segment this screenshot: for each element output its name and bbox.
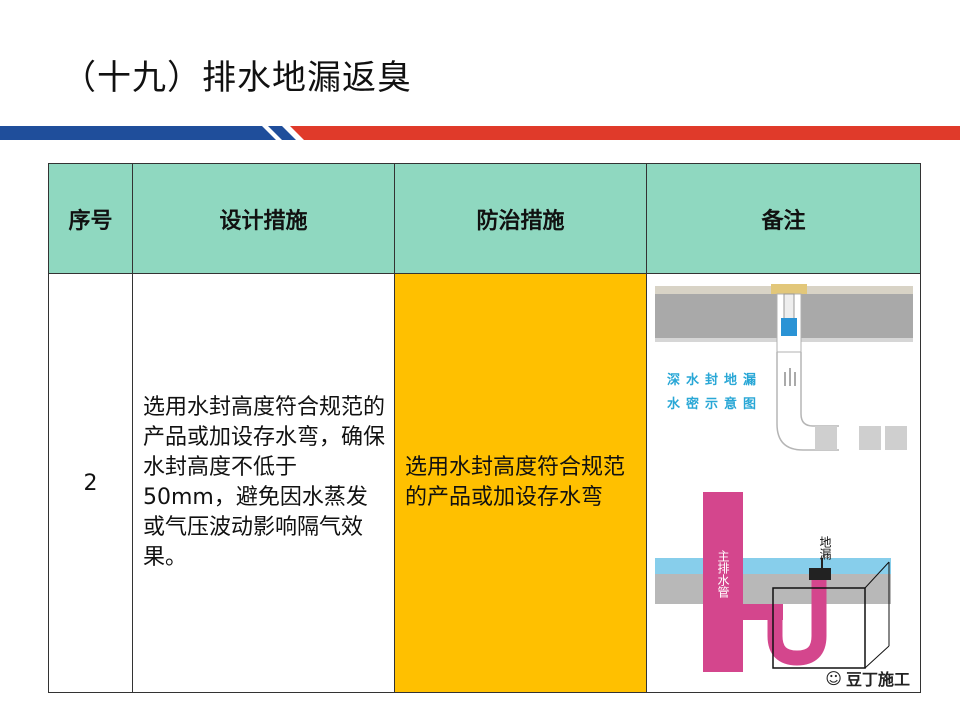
- table-header-row: 序号 设计措施 防治措施 备注: [48, 163, 921, 274]
- row-note: 深水封地漏 水密示意图 地漏 主排水管: [646, 273, 921, 693]
- diagram1-caption-line2: 水密示意图: [667, 396, 762, 412]
- page-title: （十九）排水地漏返臭: [62, 58, 412, 98]
- diagram1-caption-line1: 深水封地漏: [667, 372, 762, 388]
- header-design: 设计措施: [132, 163, 395, 274]
- row-prevention: 选用水封高度符合规范的产品或加设存水弯: [394, 273, 647, 693]
- measures-table: 序号 设计措施 防治措施 备注 2 选用水封高度符合规范的产品或加设存水弯，确保…: [48, 163, 921, 693]
- trap-diagram: 地漏 主排水管: [655, 492, 891, 672]
- row-design: 选用水封高度符合规范的产品或加设存水弯，确保水封高度不低于50mm，避免因水蒸发…: [132, 273, 395, 693]
- header-band: [0, 126, 960, 140]
- row-number: 2: [48, 273, 133, 693]
- watermark: ☺ 豆丁施工: [825, 666, 910, 690]
- watermark-text: 豆丁施工: [845, 670, 910, 689]
- deep-seal-drain-diagram: 深水封地漏 水密示意图: [655, 284, 913, 451]
- header-number: 序号: [48, 163, 133, 274]
- diagram2-label-drain: 地漏: [818, 536, 832, 560]
- diagram2-label-pipe: 主排水管: [716, 550, 730, 599]
- wechat-icon: ☺: [825, 668, 842, 688]
- header-note: 备注: [646, 163, 921, 274]
- floor-drain-diagrams: 深水封地漏 水密示意图 地漏 主排水管: [655, 284, 913, 672]
- header-prevention: 防治措施: [394, 163, 647, 274]
- table-row: 2 选用水封高度符合规范的产品或加设存水弯，确保水封高度不低于50mm，避免因水…: [48, 273, 921, 693]
